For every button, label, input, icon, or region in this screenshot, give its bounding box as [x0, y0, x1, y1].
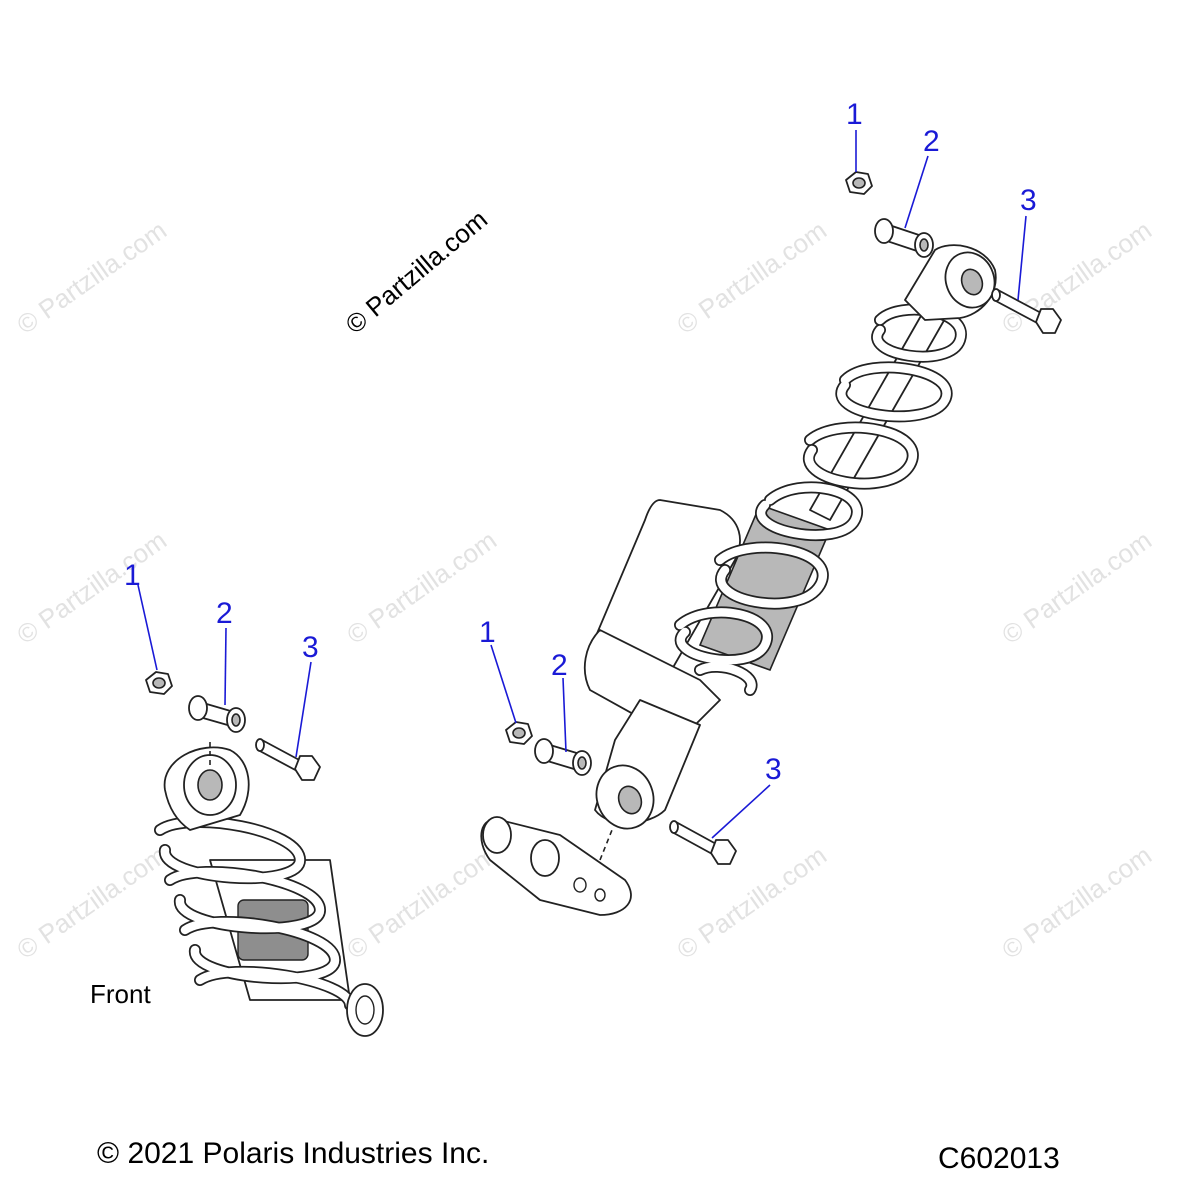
rear-upper-nut: [845, 171, 873, 195]
callout-upper-bushing: 2: [923, 125, 940, 158]
watermark: © Partzilla.com: [11, 215, 172, 340]
callout-left-nut: 1: [124, 559, 141, 592]
callout-lower-bushing: 2: [551, 649, 568, 682]
rear-upper-bolt: [991, 288, 1062, 334]
rear-lower-bolt: [669, 820, 737, 865]
watermark: © Partzilla.com: [996, 840, 1157, 965]
diagram-code: C602013: [938, 1142, 1060, 1175]
front-bushing: [188, 695, 246, 733]
callout-lower-nut: 1: [479, 616, 496, 649]
rear-upper-bushing: [874, 218, 934, 258]
watermark: © Partzilla.com: [996, 525, 1157, 650]
front-shock: [154, 746, 384, 1037]
callout-upper-bolt: 3: [1020, 184, 1037, 217]
rear-lower-nut: [505, 721, 533, 745]
front-nut: [145, 671, 173, 695]
watermark: © Partzilla.com: [671, 840, 832, 965]
front-bolt: [255, 738, 321, 781]
rear-lower-bracket: [480, 816, 632, 916]
callout-left-bolt: 3: [302, 631, 319, 664]
rear-shock: [583, 244, 997, 830]
front-shock-assembly: 1 2 3 Front: [90, 559, 384, 1037]
callout-upper-nut: 1: [846, 98, 863, 131]
callout-left-bushing: 2: [216, 597, 233, 630]
rear-shock-assembly: 1 2 3 1 2 3: [479, 98, 1062, 916]
callout-lower-bolt: 3: [765, 753, 782, 786]
copyright-text: © 2021 Polaris Industries Inc.: [97, 1137, 489, 1170]
rear-lower-bushing: [534, 738, 592, 776]
watermark: © Partzilla.com: [341, 525, 502, 650]
front-label: Front: [90, 979, 151, 1009]
watermark: © Partzilla.com: [671, 215, 832, 340]
watermark: © Partzilla.com: [341, 840, 502, 965]
watermark: © Partzilla.com: [11, 840, 172, 965]
watermark-main: © Partzilla.com: [340, 204, 493, 340]
